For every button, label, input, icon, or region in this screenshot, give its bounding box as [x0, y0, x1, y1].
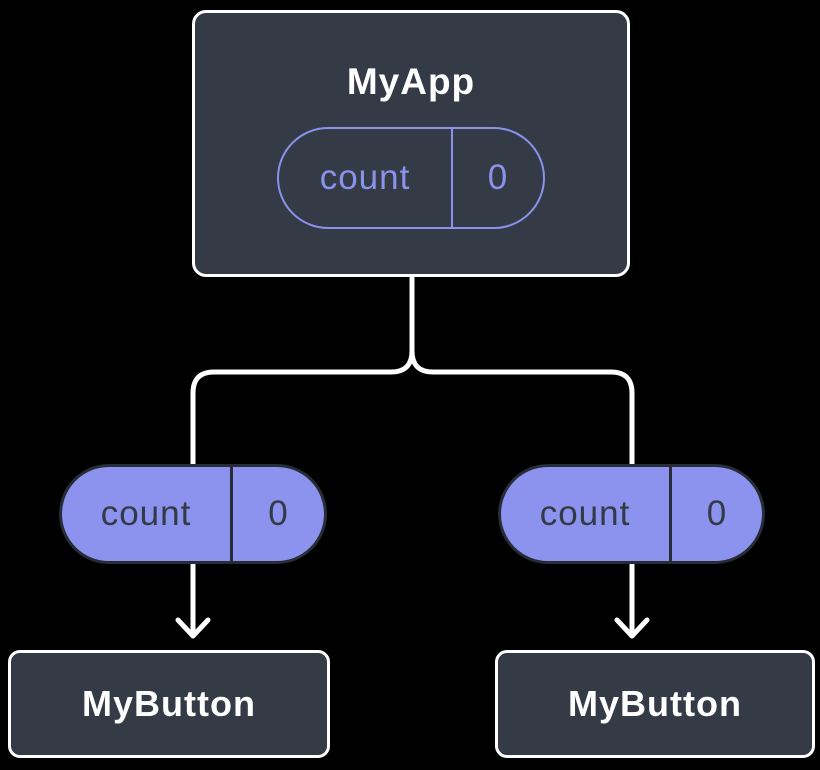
- left-prop-pill-value: 0: [268, 494, 289, 533]
- left-prop-pill: count 0: [59, 464, 327, 564]
- right-prop-pill-name: count: [501, 467, 672, 561]
- myapp-label: MyApp: [346, 61, 476, 102]
- right-mybutton-component-box: MyButton: [495, 650, 815, 758]
- state-pill-value: 0: [487, 158, 509, 197]
- left-prop-pill-name: count: [62, 467, 233, 561]
- right-prop-pill: count 0: [498, 464, 765, 564]
- left-arrow-head: [175, 617, 211, 639]
- left-mybutton-label: MyButton: [82, 683, 256, 724]
- state-pill-name: count: [279, 129, 453, 227]
- right-mybutton-label: MyButton: [568, 683, 742, 724]
- left-mybutton-component-box: MyButton: [8, 650, 330, 758]
- left-branch-line: [190, 348, 415, 467]
- right-prop-pill-value: 0: [706, 494, 728, 533]
- myapp-component-box: MyApp count 0: [192, 10, 630, 277]
- right-arrow-head: [614, 617, 650, 639]
- myapp-state-pill: count 0: [277, 127, 545, 229]
- right-branch-line: [409, 348, 635, 467]
